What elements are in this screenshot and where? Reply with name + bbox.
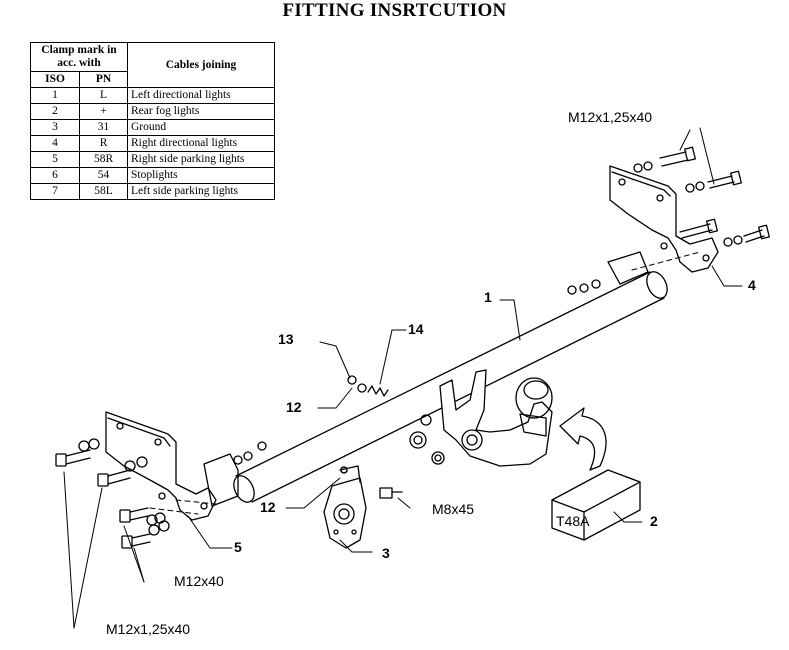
left-bracket: [105, 411, 217, 521]
iso-cell: 7: [29, 183, 81, 200]
callout-12b: 12: [260, 499, 276, 515]
label-m12x40: M12x40: [174, 573, 224, 589]
callout-12a: 12: [286, 399, 302, 415]
wiring-box: [551, 469, 641, 541]
socket-plate: [323, 465, 367, 549]
callout-13: 13: [278, 331, 294, 347]
spring-washer-set: [340, 375, 403, 499]
bolts-right: [567, 146, 770, 295]
callout-1: 1: [484, 289, 492, 305]
callout-3: 3: [382, 545, 390, 561]
pn-cell: 58R: [79, 151, 128, 168]
right-bracket: [609, 165, 719, 273]
header-clamp: Clamp mark in acc. with: [30, 42, 128, 72]
label-m8x45: M8x45: [432, 501, 474, 517]
page-title: FITTING INSRTCUTION: [282, 0, 507, 21]
label-bolt-top: M12x1,25x40: [568, 109, 652, 125]
bolts-left: [55, 438, 267, 549]
table-row: 2+Rear fog lights: [29, 103, 275, 120]
callout-4: 4: [748, 277, 756, 293]
tow-ball-mount: [409, 369, 553, 467]
label-bolt-bottom: M12x1,25x40: [106, 621, 190, 637]
product-code: T48A: [556, 513, 590, 529]
header-pn: PN: [79, 71, 128, 88]
callout-2: 2: [650, 513, 658, 529]
cable-table: Clamp mark in acc. with Cables joining I…: [29, 42, 275, 200]
alignment-lines: [149, 251, 701, 515]
cable-cell: Right side parking lights: [127, 151, 275, 168]
cable-cell: Left side parking lights: [127, 183, 275, 200]
callout-5: 5: [234, 539, 242, 555]
callout-14: 14: [408, 321, 424, 337]
leader-lines: [63, 127, 743, 629]
crossbar-tube: [203, 251, 668, 507]
install-arrow: [559, 407, 607, 471]
table-subheader-row: ISO PN: [29, 71, 275, 88]
